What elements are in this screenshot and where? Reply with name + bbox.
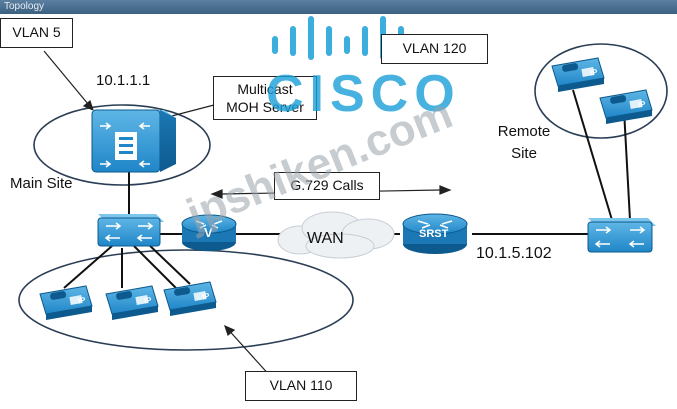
remote-switch-icon [587, 218, 656, 253]
cisco-logo-watermark: CISCO [266, 65, 461, 123]
moh-label-line2: MOH Server [226, 99, 304, 115]
wan-cloud [277, 211, 395, 259]
moh-label-line1: Multicast [237, 81, 293, 97]
g729-calls-label: G.729 Calls [274, 172, 380, 200]
phone-ip-label: IP [637, 99, 647, 110]
main-site-ellipse [33, 104, 211, 186]
main-switch-icon [97, 214, 164, 247]
moh-server-icon [91, 109, 176, 173]
moh-server-label: Multicast MOH Server [213, 76, 317, 120]
vlan110-label: VLAN 110 [245, 371, 357, 401]
remote-site-label: Remote Site [488, 121, 560, 165]
ip-phone-icon [39, 285, 93, 320]
phone-ip-label: IP [77, 295, 87, 306]
window-titlebar: Topology [0, 0, 677, 14]
remote-site-ellipse [534, 43, 668, 139]
remote-site-line2: Site [511, 145, 537, 162]
voice-router-icon [181, 214, 237, 251]
phone-ip-label: IP [201, 291, 211, 302]
ip-phone-icon [551, 57, 605, 92]
srst-ip-address: 10.1.5.102 [476, 245, 552, 262]
vlan120-label: VLAN 120 [381, 34, 488, 64]
voice-router-label: V [204, 225, 213, 240]
phone-ip-label: IP [143, 295, 153, 306]
main-ip-address: 10.1.1.1 [96, 72, 151, 89]
annotation-connectors [43, 50, 452, 379]
ip-phone-icon [105, 285, 159, 320]
phone-ip-label: IP [589, 67, 599, 78]
ip-phone-icon [599, 89, 653, 124]
topology-canvas: VLAN 5 VLAN 120 VLAN 110 Multicast MOH S… [0, 14, 677, 409]
srst-router-icon [402, 213, 468, 254]
vlan110-ellipse [18, 249, 354, 351]
network-links [63, 89, 631, 289]
remote-site-line1: Remote [497, 123, 551, 140]
srst-router-label: SRST [419, 228, 449, 240]
ip-phone-icon [163, 281, 217, 316]
wan-label: WAN [307, 230, 344, 247]
vlan5-label: VLAN 5 [0, 18, 73, 48]
window-title: Topology [4, 1, 45, 12]
main-site-label: Main Site [10, 175, 73, 192]
topology-diagram [18, 16, 668, 379]
